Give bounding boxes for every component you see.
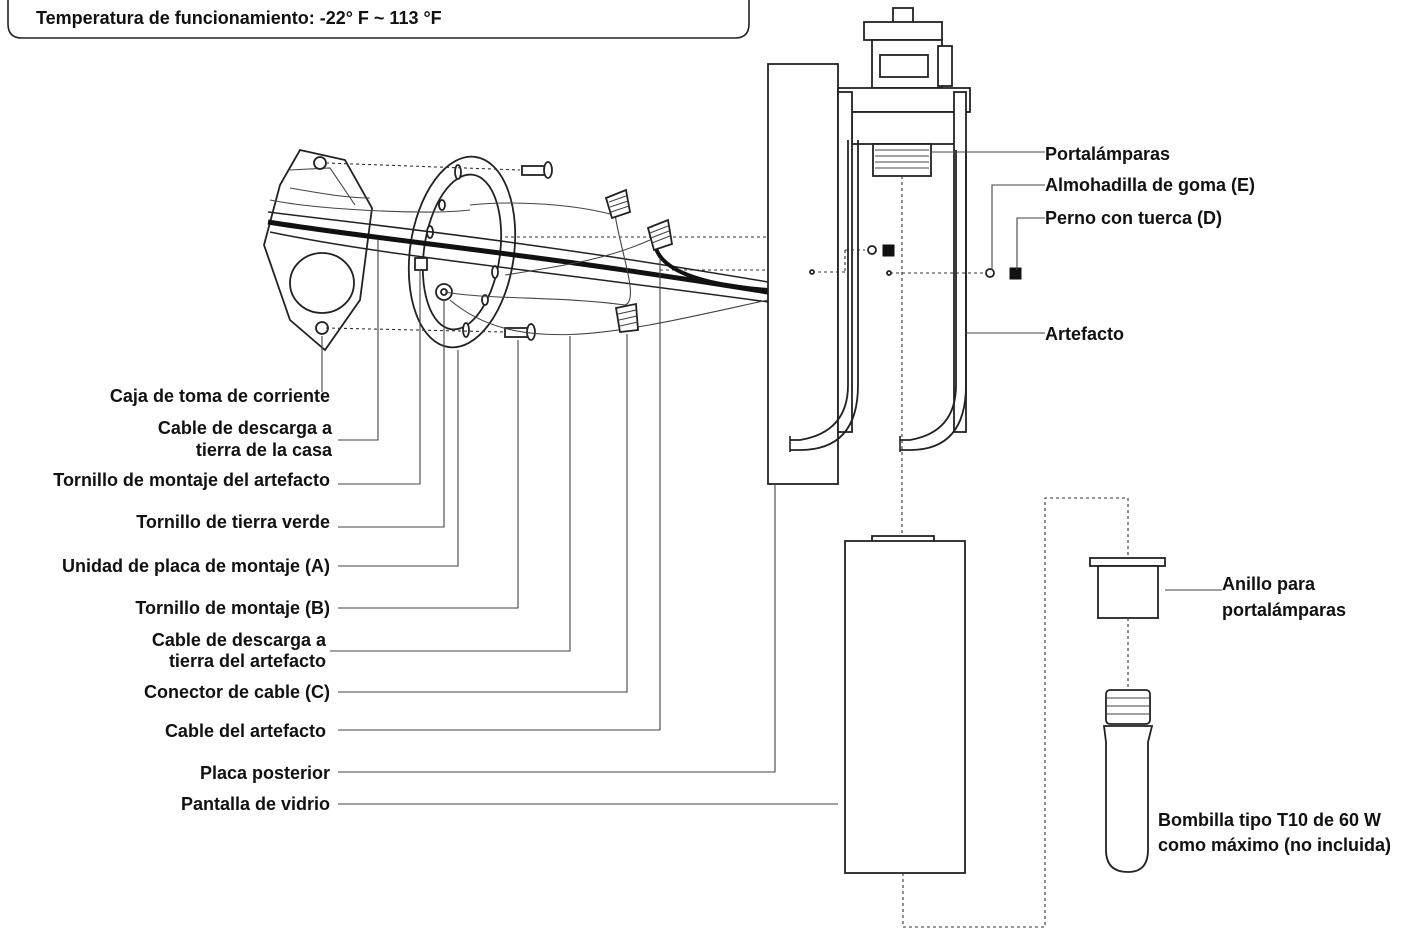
lamp-socket xyxy=(872,143,932,177)
label-fixture-mount-screw: Tornillo de montaje del artefacto xyxy=(53,470,330,490)
label-socket-ring-2: portalámparas xyxy=(1222,600,1346,620)
label-rubber-pad: Almohadilla de goma (E) xyxy=(1045,175,1255,195)
outlet-box xyxy=(263,148,373,352)
label-fixture: Artefacto xyxy=(1045,324,1124,344)
label-socket-ring-1: Anillo para xyxy=(1222,574,1316,594)
mounting-screw-bottom xyxy=(504,323,536,341)
label-bulb-1: Bombilla tipo T10 de 60 W xyxy=(1158,810,1381,830)
mounting-screw-top xyxy=(521,161,553,179)
label-green-ground-screw: Tornillo de tierra verde xyxy=(136,512,330,532)
label-house-ground-1: Cable de descarga a xyxy=(158,418,333,438)
fixture-wires xyxy=(444,202,769,336)
rubber-pad-right xyxy=(985,268,995,278)
light-bulb xyxy=(1102,689,1154,873)
header-box xyxy=(7,0,750,39)
mounting-plate xyxy=(407,155,517,349)
glass-shade xyxy=(844,535,966,874)
label-wire-connector: Conector de cable (C) xyxy=(144,682,330,702)
label-bulb-2: como máximo (no incluida) xyxy=(1158,835,1391,855)
label-mounting-screw-b: Tornillo de montaje (B) xyxy=(135,598,330,618)
back-plate xyxy=(767,63,839,485)
bolt-nut-right xyxy=(1009,267,1022,280)
label-house-ground-2: tierra de la casa xyxy=(196,440,333,460)
fixture-mounting-screw xyxy=(414,257,428,271)
socket-ring xyxy=(1089,557,1166,619)
fixture-body xyxy=(789,7,971,452)
label-mounting-plate: Unidad de placa de montaje (A) xyxy=(62,556,330,576)
operating-temperature-text: Temperatura de funcionamiento: -22° F ~ … xyxy=(36,8,442,28)
bolt-nut-left xyxy=(882,244,895,257)
label-outlet-box: Caja de toma de corriente xyxy=(110,386,330,406)
green-ground-screw xyxy=(435,283,453,301)
rubber-pad-left xyxy=(867,245,877,255)
label-fixture-wire: Cable del artefacto xyxy=(165,721,326,741)
label-glass-shade: Pantalla de vidrio xyxy=(181,794,330,814)
wire-connector-1 xyxy=(604,188,632,220)
label-fixture-ground-2: tierra del artefacto xyxy=(169,651,326,671)
label-back-plate: Placa posterior xyxy=(200,763,330,783)
label-lamp-holder: Portalámparas xyxy=(1045,144,1170,164)
wire-connector-3 xyxy=(614,302,639,333)
label-bolt-nut: Perno con tuerca (D) xyxy=(1045,208,1222,228)
house-wires xyxy=(267,187,769,303)
label-fixture-ground-1: Cable de descarga a xyxy=(152,630,327,650)
wire-connector-2 xyxy=(646,218,674,252)
